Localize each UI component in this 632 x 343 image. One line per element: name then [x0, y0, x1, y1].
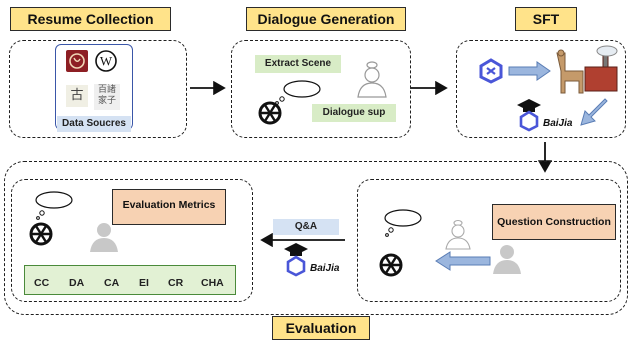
source-logo-red-icon — [66, 50, 88, 72]
llama-icon — [556, 49, 584, 94]
dialogue-sup-label: Dialogue sup — [312, 104, 396, 122]
arrow-down-left-blue — [580, 98, 608, 126]
stage-title-evaluation: Evaluation — [272, 316, 370, 340]
source-glyph-zhuzi-icon: 百諸家子 — [94, 84, 120, 110]
arrow-right-blue — [508, 61, 551, 81]
thought-cloud-icon — [384, 209, 422, 237]
person-icon — [493, 245, 521, 274]
wikipedia-icon: W — [95, 50, 117, 72]
stage-title-resume-collection: Resume Collection — [10, 7, 171, 31]
person-icon — [90, 223, 118, 252]
panel-dialogue-generation: Extract Scene Dialogue sup — [231, 40, 411, 138]
arrow-left-blue — [435, 251, 491, 271]
sage-figure-icon — [445, 219, 471, 250]
stage-title-sft: SFT — [515, 7, 577, 31]
svg-text:W: W — [100, 54, 113, 69]
evaluation-metrics-box: Evaluation Metrics — [112, 189, 226, 225]
question-icons — [379, 209, 521, 277]
openai-icon — [379, 253, 403, 277]
thought-cloud-icon — [35, 191, 73, 220]
thought-cloud-icon — [275, 80, 321, 105]
sft-baijia-label: BaiJia — [543, 118, 573, 129]
panel-question-construction: Question Construction — [357, 179, 621, 302]
factory-icon — [584, 45, 618, 92]
sage-figure-icon — [357, 61, 387, 98]
panel-resume-collection: W 古 百諸家子 Data Soucres — [9, 40, 187, 138]
panel-sft: BaiJia — [456, 40, 626, 138]
dialogue-icons — [258, 61, 387, 125]
metric-cr: CR — [168, 277, 184, 289]
metric-cc: CC — [34, 277, 50, 289]
qwen-icon — [479, 58, 503, 84]
graduation-cap-icon — [517, 99, 541, 112]
metric-cha: CHA — [201, 277, 224, 289]
metric-ei: EI — [139, 277, 149, 289]
metrics-row: CC DA CA EI CR CHA — [24, 265, 236, 295]
panel-evaluation-metrics: Evaluation Metrics CC DA CA EI CR CHA — [11, 179, 253, 302]
qa-label: Q&A — [273, 219, 339, 235]
metric-ca: CA — [104, 277, 120, 289]
question-construction-box: Question Construction — [492, 204, 616, 240]
stage-title-dialogue-generation: Dialogue Generation — [246, 7, 406, 31]
panel-evaluation — [4, 161, 628, 315]
sft-icons: BaiJia — [479, 45, 618, 132]
baijia-model-icon — [519, 110, 539, 132]
openai-icon — [258, 101, 282, 125]
source-glyph-gu-icon: 古 — [66, 85, 88, 107]
openai-icon — [29, 222, 53, 246]
metric-da: DA — [69, 277, 85, 289]
metrics-icons — [29, 191, 118, 252]
extract-scene-label: Extract Scene — [255, 55, 341, 73]
data-sources-label: Data Soucres — [57, 116, 131, 132]
